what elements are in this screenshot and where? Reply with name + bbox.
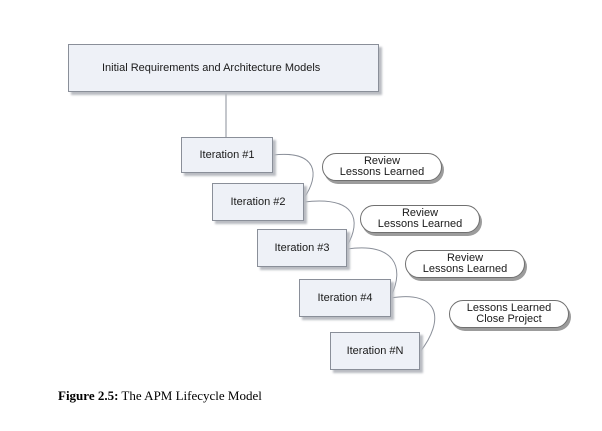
iteration-connector-3 bbox=[346, 247, 398, 297]
requirements-box: Initial Requirements and Architecture Mo… bbox=[68, 44, 379, 92]
review-note-3: Review Lessons Learned bbox=[405, 250, 525, 278]
note-line-1: Review bbox=[363, 155, 401, 167]
review-note-1: Review Lessons Learned bbox=[322, 153, 442, 181]
note-line-2: Lessons Learned bbox=[377, 218, 463, 230]
iteration-label: Iteration #4 bbox=[317, 292, 373, 304]
requirements-label: Initial Requirements and Architecture Mo… bbox=[102, 62, 321, 74]
note-line-2: Lessons Learned bbox=[339, 166, 425, 178]
iteration-connector-1 bbox=[272, 153, 314, 199]
note-line-1: Review bbox=[401, 207, 439, 219]
iteration-box-3: Iteration #3 bbox=[257, 229, 347, 267]
note-line-2: Close Project bbox=[476, 313, 542, 325]
iteration-box-4: Iteration #4 bbox=[299, 279, 391, 317]
caption-text: The APM Lifecycle Model bbox=[118, 388, 262, 403]
iteration-connector-2 bbox=[303, 200, 355, 247]
iteration-connector-4 bbox=[390, 296, 436, 353]
review-note-2: Review Lessons Learned bbox=[360, 205, 480, 233]
iteration-box-n: Iteration #N bbox=[330, 332, 420, 370]
iteration-label: Iteration #N bbox=[346, 345, 404, 357]
note-line-1: Review bbox=[446, 252, 484, 264]
close-project-note: Lessons Learned Close Project bbox=[449, 300, 569, 328]
iteration-box-2: Iteration #2 bbox=[212, 183, 304, 221]
iteration-label: Iteration #3 bbox=[274, 242, 330, 254]
iteration-box-1: Iteration #1 bbox=[181, 137, 273, 173]
figure-caption: Figure 2.5: The APM Lifecycle Model bbox=[58, 388, 262, 404]
iteration-label: Iteration #2 bbox=[230, 196, 286, 208]
caption-label: Figure 2.5: bbox=[58, 388, 119, 403]
note-line-2: Lessons Learned bbox=[422, 263, 508, 275]
iteration-label: Iteration #1 bbox=[199, 149, 255, 161]
note-line-1: Lessons Learned bbox=[466, 302, 552, 314]
